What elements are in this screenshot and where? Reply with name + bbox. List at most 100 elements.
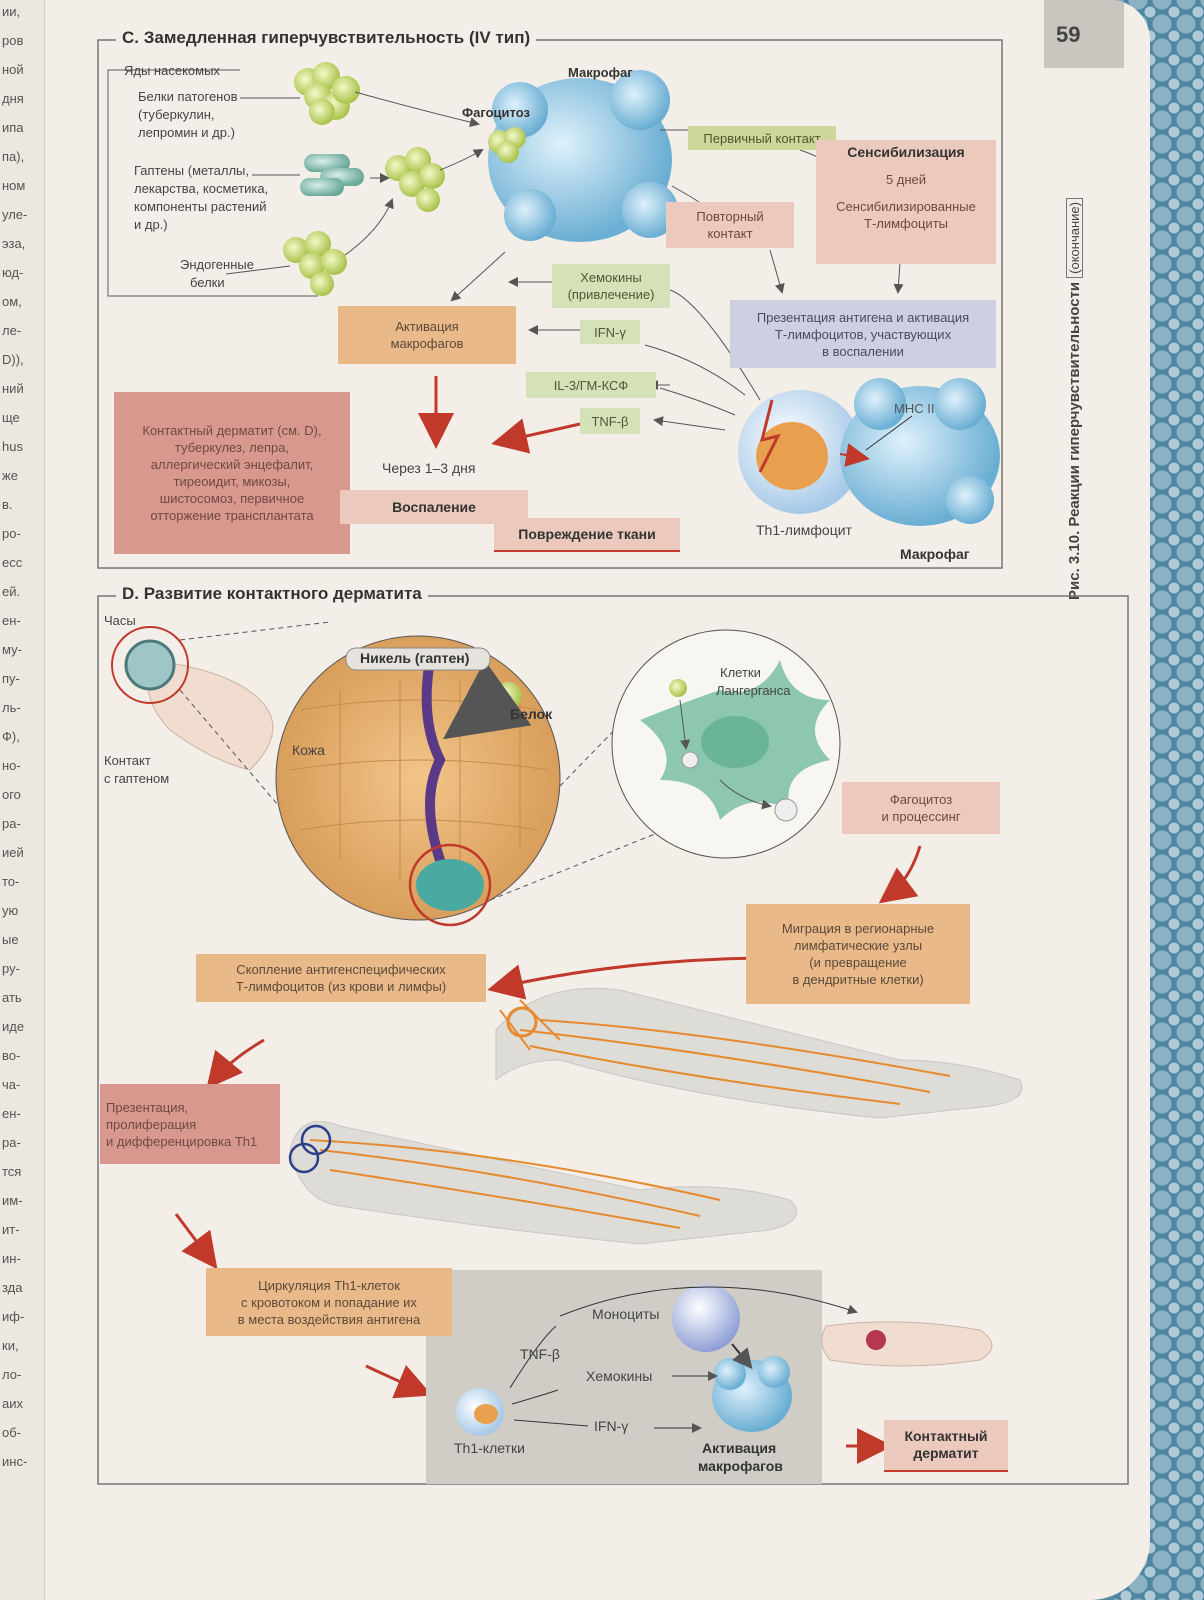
presentation-1: Презентация антигена и активация [756, 309, 970, 325]
chemokines-1: Хемокины [580, 270, 642, 285]
th1-cells [456, 1388, 504, 1436]
sensitization-box: Сенсибилизация 5 дней Сенсибилизированны… [816, 140, 996, 264]
repeat-contact-2: контакт [707, 226, 753, 241]
diseases-box: Контактный дерматит (см. D), туберкулез,… [114, 392, 350, 554]
prev-page-fragment: ии, [2, 4, 21, 19]
prev-page-fragment: юд- [2, 265, 24, 280]
migration-1: Миграция в регионарные [781, 921, 935, 936]
effector-artwork [456, 1284, 993, 1436]
presentation-d-1: Презентация, [106, 1099, 189, 1115]
langerhans-label-1: Клетки [720, 665, 761, 680]
circulation-2: с кровотоком и попадание их [241, 1294, 417, 1310]
prev-page-fragment: уле- [2, 207, 28, 222]
disease-4: тиреоидит, микозы, [173, 474, 291, 489]
prev-page-fragment: ча- [2, 1077, 21, 1092]
migration-2: лимфатические узлы [793, 938, 923, 953]
presentation-d-3: и дифференцировка Th1 [106, 1133, 258, 1149]
prev-page-fragment: в. [2, 497, 13, 512]
section-d-frame [97, 595, 1129, 1485]
antigen-haptens: Гаптены (металлы, [134, 163, 249, 178]
prev-page-fragment: Ф), [2, 729, 20, 744]
prev-page-fragment: ит- [2, 1222, 20, 1237]
diagram-artwork [97, 39, 1129, 1485]
five-days: 5 дней [885, 172, 927, 187]
mhc-ii-label: MHC II [894, 401, 935, 416]
prev-page-fragment: ен- [2, 613, 21, 628]
sensitization-title: Сенсибилизация [847, 144, 965, 160]
section-c-frame [97, 39, 1003, 569]
prev-page-fragment: инс- [2, 1454, 28, 1469]
prev-page-fragment: ен- [2, 1106, 21, 1121]
prev-page-fragment: ра- [2, 816, 21, 831]
macrophage-bottom [840, 378, 1000, 526]
circulation-1: Циркуляция Th1-клеток [258, 1277, 400, 1293]
prev-page-fragment: ипа [2, 120, 24, 135]
th1-lymphocyte-label: Th1-лимфоцит [756, 522, 852, 538]
antigen-pathogen-proteins: Белки патогенов [138, 89, 238, 104]
prev-page-fragment: па), [2, 149, 25, 164]
repeat-contact-1: Повторный [696, 209, 764, 224]
presentation-3: в воспалении [822, 343, 904, 359]
circulation-box: Циркуляция Th1-клеток с кровотоком и поп… [206, 1268, 452, 1336]
page-tab [1044, 0, 1124, 68]
contact-dermatitis-box: Контактный дерматит [884, 1420, 1008, 1472]
antigen-endogenous-2: белки [190, 275, 225, 290]
monocytes-label: Моноциты [592, 1306, 660, 1322]
migration-4: в дендритные клетки) [792, 972, 924, 987]
prev-page-fragment: hus [2, 439, 23, 454]
watch-label: Часы [104, 613, 136, 628]
prev-page-fragment: же [2, 468, 18, 483]
dermatitis-1: Контактный [904, 1428, 988, 1444]
macrophage-activation-d-2: макрофагов [698, 1458, 783, 1474]
macrophage-bottom-label: Макрофаг [900, 546, 970, 562]
prev-page-fragment: аих [2, 1396, 23, 1411]
disease-5: шистосомоз, первичное [159, 491, 305, 506]
prev-page-fragment: ого [2, 787, 21, 802]
macrophage-activation-d-1: Активация [702, 1440, 777, 1456]
macrophage-top-label: Макрофаг [568, 65, 633, 80]
presentation-2: Т-лимфоцитов, участвующих [774, 326, 952, 342]
endogenous-protein-cluster [283, 231, 347, 296]
hand-with-watch [111, 626, 274, 771]
prev-page-fragment: ро- [2, 526, 21, 541]
contact-hapten-1: Контакт [104, 753, 151, 768]
ifn-gamma-box: IFN-γ [580, 320, 640, 344]
accumulation-1: Скопление антигенспецифических [236, 962, 446, 977]
prev-page-fragment: ые [2, 932, 19, 947]
th1-lymphocyte [738, 390, 862, 514]
chemokines-box: Хемокины (привлечение) [552, 264, 670, 308]
prev-page-fragment: ру- [2, 961, 20, 976]
antigen-insect-venom: Яды насекомых [124, 63, 220, 78]
prev-page-fragment: ном [2, 178, 26, 193]
phagocytosis-processing-box: Фагоцитоз и процессинг [842, 782, 1000, 834]
langerhans-magnifier [611, 629, 841, 859]
prev-page-fragment: ний [2, 381, 24, 396]
hapten-cluster [300, 154, 364, 196]
prev-page-fragment: во- [2, 1048, 21, 1063]
prev-page-fragment: ной [2, 62, 24, 77]
circulation-3: в места воздействия антигена [237, 1311, 421, 1327]
dermatitis-hand [821, 1321, 993, 1367]
antigen-haptens-2: лекарства, косметика, [134, 181, 269, 196]
monocyte [672, 1284, 740, 1352]
migration-box: Миграция в регионарные лимфатические узл… [746, 904, 970, 1004]
chemokines-2: (привлечение) [567, 287, 655, 302]
macrophage-top [488, 70, 678, 242]
prev-page-fragment: ать [2, 990, 22, 1005]
insect-venom-cluster [294, 62, 360, 125]
prev-page-fragment: дня [2, 91, 24, 106]
arm-upper [495, 987, 1023, 1119]
sensitized-t-2: Т-лимфоциты [864, 216, 948, 231]
chemokines-d-label: Хемокины [586, 1368, 653, 1384]
prev-page-fragment: эза, [2, 236, 26, 251]
prev-page-fragment: но- [2, 758, 21, 773]
dermatitis-2: дерматит [913, 1445, 979, 1461]
langerhans-label-2: Лангерганса [716, 683, 791, 698]
accumulation-2: Т-лимфоцитов (из крови и лимфы) [235, 979, 447, 994]
prev-page-fragment: ль- [2, 700, 21, 715]
phago-proc-2: и процессинг [881, 809, 961, 824]
il3-gmcsf-box: IL-3/ГМ-КСФ [526, 372, 656, 398]
migration-3: (и превращение [809, 955, 907, 970]
